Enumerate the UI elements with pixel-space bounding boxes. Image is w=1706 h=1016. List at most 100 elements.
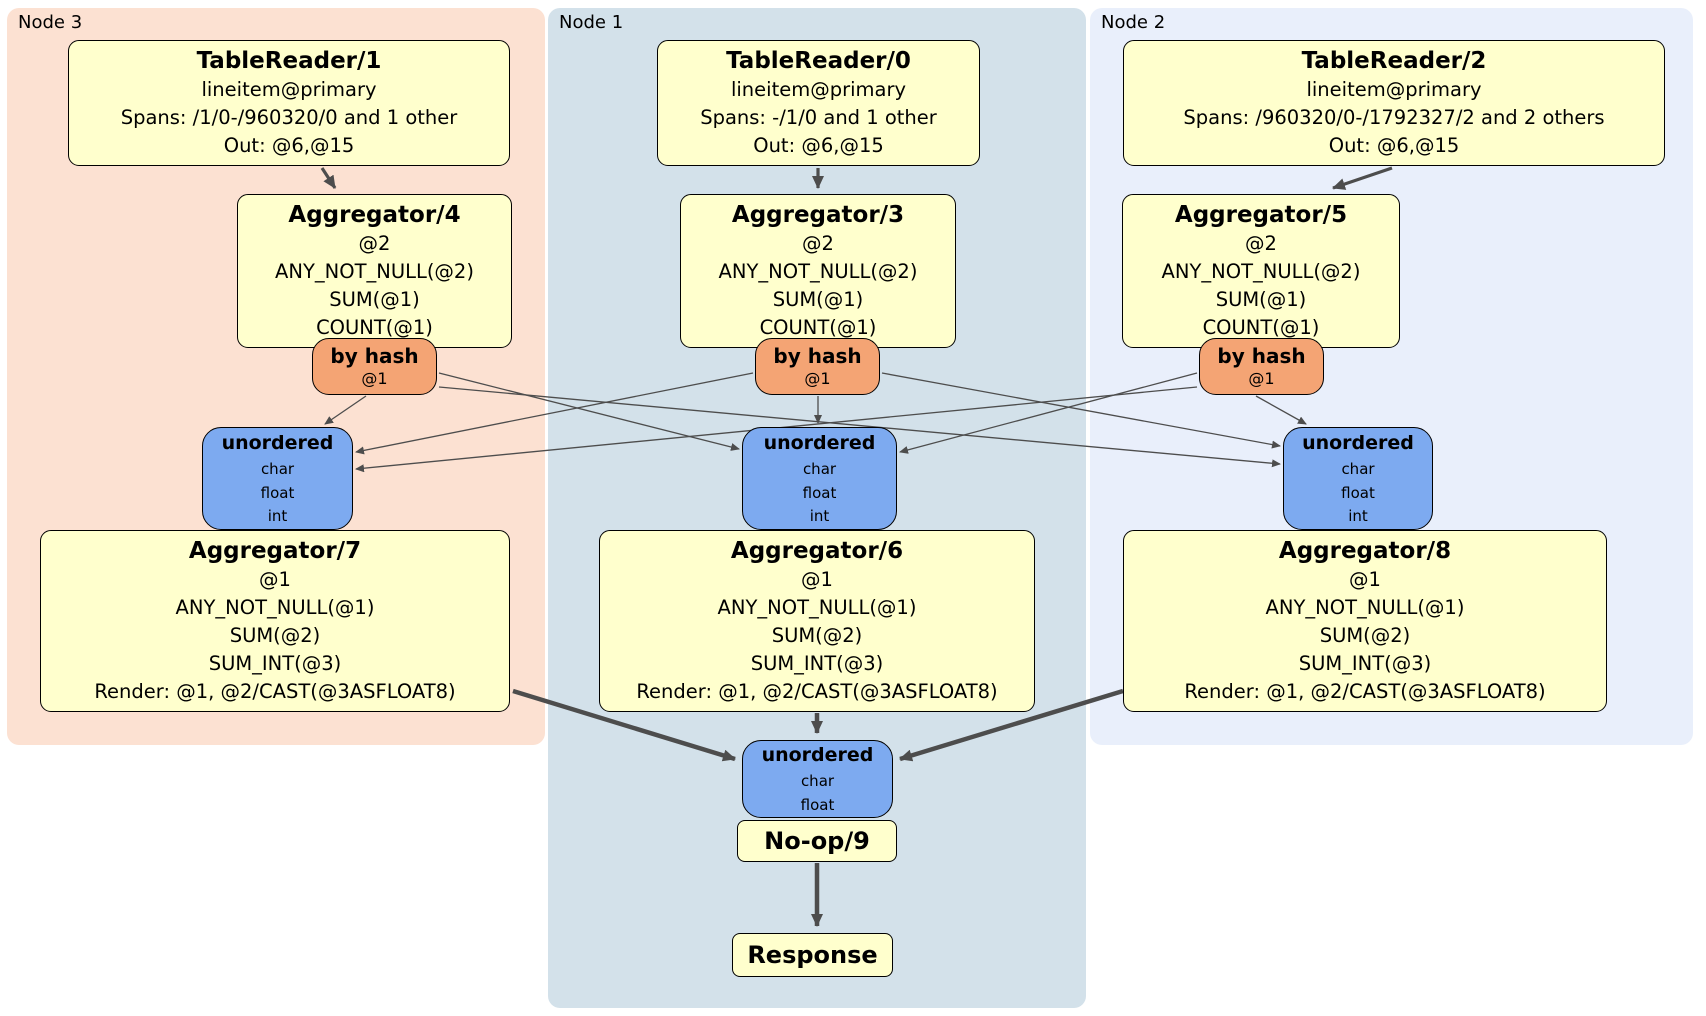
detail-line: ANY_NOT_NULL(@2) [718,260,918,284]
processor-title: Aggregator/4 [288,201,461,228]
edge-router3-sync7 [355,372,754,455]
unordered-sync-node2: unordered char float int [1283,427,1433,530]
hash-router-node2: by hash @1 [1199,338,1324,395]
processor-title: Aggregator/6 [730,537,904,564]
sync-item: int [267,506,288,525]
detail-line: @1 [259,567,291,591]
sync-title: unordered [763,431,876,454]
edge-aggregator7-finalsync [512,688,736,762]
edge-router4-sync7 [324,395,367,425]
aggregator-5-box: Aggregator/5 @2 ANY_NOT_NULL(@2) SUM(@1)… [1122,194,1400,348]
sync-item: char [800,772,835,791]
detail-line: SUM_INT(@3) [750,652,884,676]
processor-title: No-op/9 [764,826,870,855]
detail-line: SUM(@1) [1215,288,1307,312]
detail-line: Render: @1, @2/CAST(@3ASFLOAT8) [636,680,998,704]
processor-title: TableReader/1 [196,47,382,74]
detail-line: Render: @1, @2/CAST(@3ASFLOAT8) [94,680,456,704]
edge-router4-sync8 [438,386,1281,468]
router-detail: @1 [804,369,831,389]
detail-line: Out: @6,@15 [1328,134,1460,158]
unordered-sync-final: unordered char float [742,740,893,818]
detail-line: lineitem@primary [201,78,377,102]
edge-tablereader1-aggregator4 [320,167,337,189]
detail-line: @1 [1349,567,1381,591]
node3-label: Node 3 [18,12,83,33]
tablereader-0-box: TableReader/0 lineitem@primary Spans: -/… [657,40,980,166]
hash-router-node1: by hash @1 [755,338,880,395]
processor-title: Aggregator/7 [188,537,362,564]
detail-line: Out: @6,@15 [223,134,355,158]
node2-label: Node 2 [1101,12,1166,33]
detail-line: Spans: -/1/0 and 1 other [700,106,937,130]
router-title: by hash [1217,344,1306,369]
response-box: Response [732,933,893,977]
detail-line: COUNT(@1) [759,316,877,340]
router-detail: @1 [361,369,388,389]
unordered-sync-node1: unordered char float int [742,427,897,530]
sync-item: float [260,483,295,502]
detail-line: lineitem@primary [730,78,907,102]
edge-router5-sync6 [899,372,1198,454]
sync-title: unordered [1302,431,1414,454]
detail-line: SUM(@2) [229,624,321,648]
detail-line: ANY_NOT_NULL(@2) [1161,260,1361,284]
edge-router3-sync8 [881,372,1281,449]
detail-line: @2 [1245,232,1277,256]
detail-line: Spans: /1/0-/960320/0 and 1 other [120,106,458,130]
detail-line: SUM(@2) [771,624,863,648]
detail-line: ANY_NOT_NULL(@1) [1265,596,1465,620]
tablereader-2-box: TableReader/2 lineitem@primary Spans: /9… [1123,40,1665,166]
detail-line: SUM(@1) [329,288,420,312]
edge-tablereader2-aggregator5 [1332,166,1393,190]
detail-line: SUM(@1) [772,288,864,312]
sync-item: char [260,460,295,479]
router-detail: @1 [1248,369,1275,389]
sync-item: float [802,483,837,502]
node1-label: Node 1 [559,12,624,33]
sync-title: unordered [761,744,874,767]
detail-line: SUM(@2) [1319,624,1411,648]
unordered-sync-node3: unordered char float int [202,427,353,530]
sync-item: int [809,506,830,525]
detail-line: COUNT(@1) [1202,316,1320,340]
aggregator-6-box: Aggregator/6 @1 ANY_NOT_NULL(@1) SUM(@2)… [599,530,1035,712]
detail-line: ANY_NOT_NULL(@1) [175,596,375,620]
detail-line: SUM_INT(@3) [208,652,342,676]
processor-title: Response [747,940,878,969]
processor-title: Aggregator/3 [731,201,905,228]
detail-line: Spans: /960320/0-/1792327/2 and 2 others [1183,106,1605,130]
sync-title: unordered [221,431,334,454]
sync-item: float [800,795,835,814]
aggregator-4-box: Aggregator/4 @2 ANY_NOT_NULL(@2) SUM(@1)… [237,194,512,348]
tablereader-1-box: TableReader/1 lineitem@primary Spans: /1… [68,40,510,166]
aggregator-8-box: Aggregator/8 @1 ANY_NOT_NULL(@1) SUM(@2)… [1123,530,1607,712]
detail-line: Out: @6,@15 [753,134,884,158]
detail-line: SUM_INT(@3) [1298,652,1432,676]
detail-line: ANY_NOT_NULL(@1) [717,596,917,620]
detail-line: @2 [358,232,391,256]
detail-line: ANY_NOT_NULL(@2) [275,260,474,284]
detail-line: @1 [801,567,833,591]
router-title: by hash [330,344,419,369]
detail-line: @2 [802,232,834,256]
detail-line: COUNT(@1) [316,316,433,340]
aggregator-7-box: Aggregator/7 @1 ANY_NOT_NULL(@1) SUM(@2)… [40,530,510,712]
sync-item: int [1348,506,1368,525]
processor-title: TableReader/2 [1301,47,1487,74]
sync-item: char [802,460,837,479]
edge-aggregator8-finalsync [899,688,1124,762]
processor-title: TableReader/0 [726,47,911,74]
edge-router5-sync8 [1255,395,1307,425]
aggregator-3-box: Aggregator/3 @2 ANY_NOT_NULL(@2) SUM(@1)… [680,194,956,348]
detail-line: lineitem@primary [1306,78,1482,102]
sync-item: float [1341,483,1375,502]
processor-title: Aggregator/8 [1278,537,1452,564]
processor-title: Aggregator/5 [1174,201,1348,228]
sync-item: char [1341,460,1375,479]
noop-9-box: No-op/9 [737,820,897,862]
hash-router-node3: by hash @1 [312,338,437,395]
detail-line: Render: @1, @2/CAST(@3ASFLOAT8) [1184,680,1546,704]
